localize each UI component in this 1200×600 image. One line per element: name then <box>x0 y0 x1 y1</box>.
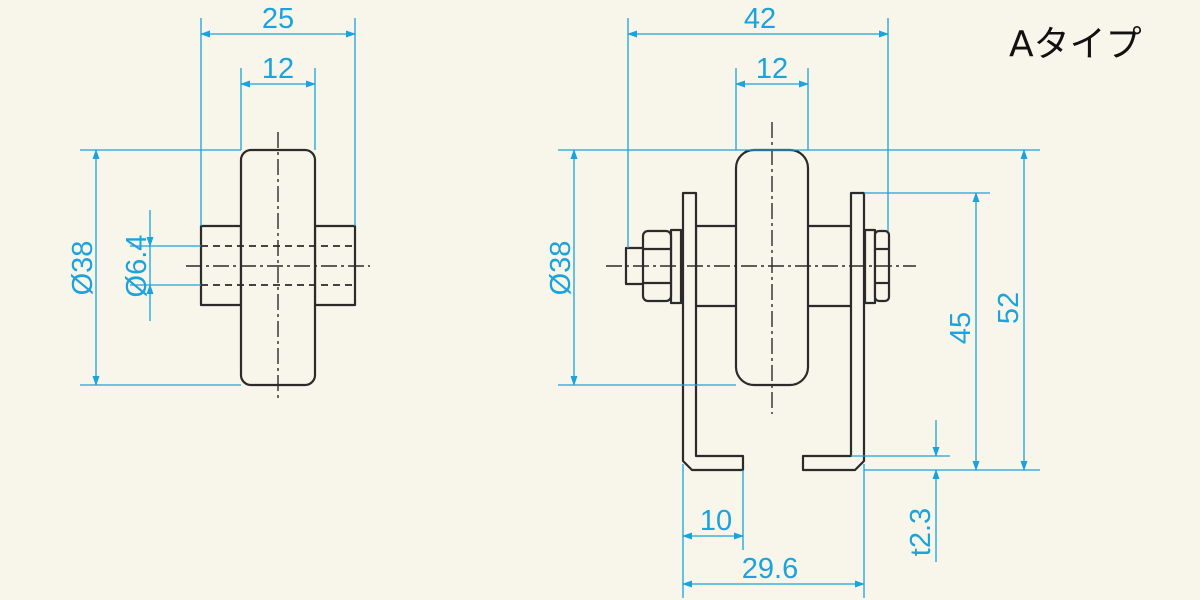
dimension-side-axle-diameter: Ø6.4 <box>121 235 153 298</box>
side-view-dimensions: 25 12 Ø38 Ø6.4 <box>67 3 356 386</box>
front-view <box>606 122 916 472</box>
bracket-left <box>681 191 745 472</box>
bracket-right <box>801 191 866 472</box>
dimension-front-width: 42 <box>744 3 776 35</box>
dimension-side-diameter: Ø38 <box>67 241 99 296</box>
dimension-height-axle: 45 <box>945 312 977 344</box>
dimension-foot-length: 10 <box>700 505 732 537</box>
front-view-dimensions: 42 12 Ø38 45 52 t2.3 10 29.6 <box>545 3 1040 598</box>
dimension-height-total: 52 <box>993 292 1025 324</box>
dimension-front-diameter: Ø38 <box>545 241 577 296</box>
side-view <box>186 132 370 400</box>
drawing-title: Aタイプ <box>1009 24 1142 65</box>
dimension-thickness: t2.3 <box>905 508 937 556</box>
dimension-side-width: 25 <box>262 3 294 35</box>
dimension-side-wheel-width: 12 <box>262 53 294 85</box>
dimension-front-wheel-width: 12 <box>756 53 788 85</box>
dimension-foot-span: 29.6 <box>742 553 798 585</box>
